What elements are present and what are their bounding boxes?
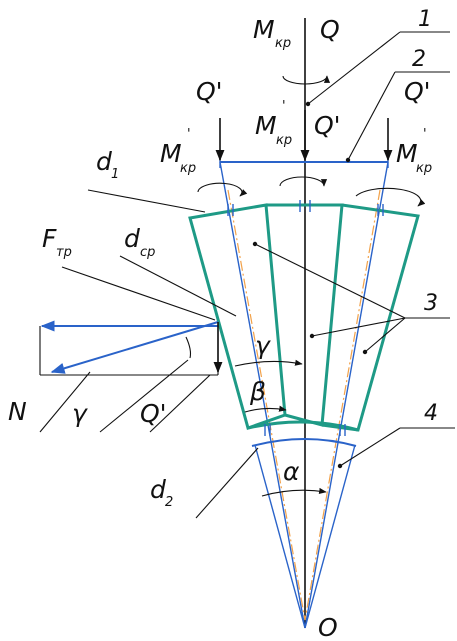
label-m-kr-prime-center: M xyxy=(255,111,277,140)
label-m-kr-prime-left: M xyxy=(160,139,182,168)
label-m-kr-prime-left-sub: кр xyxy=(180,161,196,176)
label-d-cp: d xyxy=(124,224,140,253)
label-q-top: Q xyxy=(320,15,340,44)
label-f-tp-sub: тр xyxy=(56,245,72,260)
label-m-kr-prime-left-mark: ' xyxy=(187,127,191,142)
segment-axes xyxy=(227,189,381,621)
label-gamma-wedge: γ xyxy=(255,331,271,360)
label-q-prime-center: Q' xyxy=(314,111,341,140)
callout-1: 1 xyxy=(418,7,432,32)
label-gamma-triangle: γ xyxy=(72,399,88,428)
label-q-prime-right: Q' xyxy=(404,77,431,106)
cone-cap xyxy=(251,438,357,447)
label-d2-sub: 2 xyxy=(165,495,173,510)
label-m-kr-top: M xyxy=(253,15,275,44)
label-d2: d xyxy=(150,475,166,504)
label-m-kr-prime-right: M xyxy=(396,139,418,168)
label-m-kr-prime-right-mark: ' xyxy=(423,127,427,142)
leader-lines xyxy=(39,31,455,519)
label-m-kr-prime-center-sub: кр xyxy=(276,133,292,148)
force-triangle xyxy=(39,320,223,376)
segment-ticks xyxy=(227,200,384,436)
label-q-prime-left: Q' xyxy=(196,77,223,106)
label-m-kr-top-sub: кр xyxy=(275,36,291,51)
label-q-prime-triangle: Q' xyxy=(140,399,167,428)
callout-2: 2 xyxy=(412,47,426,72)
label-n: N xyxy=(8,397,27,426)
callout-4: 4 xyxy=(424,401,438,426)
label-o: O xyxy=(318,613,338,641)
label-d-cp-sub: ср xyxy=(140,245,155,260)
label-m-kr-prime-center-mark: ' xyxy=(282,99,286,114)
callout-3: 3 xyxy=(424,291,438,316)
wedge-segments xyxy=(188,203,420,432)
label-alpha: α xyxy=(283,457,300,486)
angle-arc-alpha xyxy=(261,487,327,497)
label-beta: β xyxy=(249,377,266,406)
torque-arrow-top xyxy=(282,75,331,85)
label-m-kr-prime-right-sub: кр xyxy=(416,161,432,176)
top-beam xyxy=(219,156,389,168)
torque-arrows-segments xyxy=(197,176,426,207)
angle-arc-gamma xyxy=(234,359,303,367)
label-f-tp: F xyxy=(42,224,57,253)
label-d1: d xyxy=(96,147,112,176)
angle-arc-beta xyxy=(244,405,287,413)
leader-dots xyxy=(252,101,368,469)
cone-lines xyxy=(219,161,389,629)
label-d1-sub: 1 xyxy=(111,167,119,182)
